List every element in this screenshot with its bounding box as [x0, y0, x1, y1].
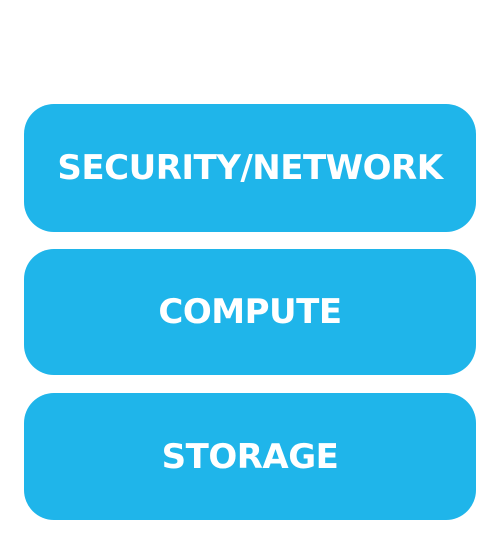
compute-label: COMPUTE: [158, 292, 342, 332]
security-network-label: SECURITY/NETWORK: [57, 148, 443, 188]
security-network-layer: SECURITY/NETWORK: [24, 104, 476, 232]
compute-layer: COMPUTE: [24, 249, 476, 375]
storage-label: STORAGE: [161, 436, 339, 477]
storage-layer: STORAGE: [24, 393, 476, 520]
